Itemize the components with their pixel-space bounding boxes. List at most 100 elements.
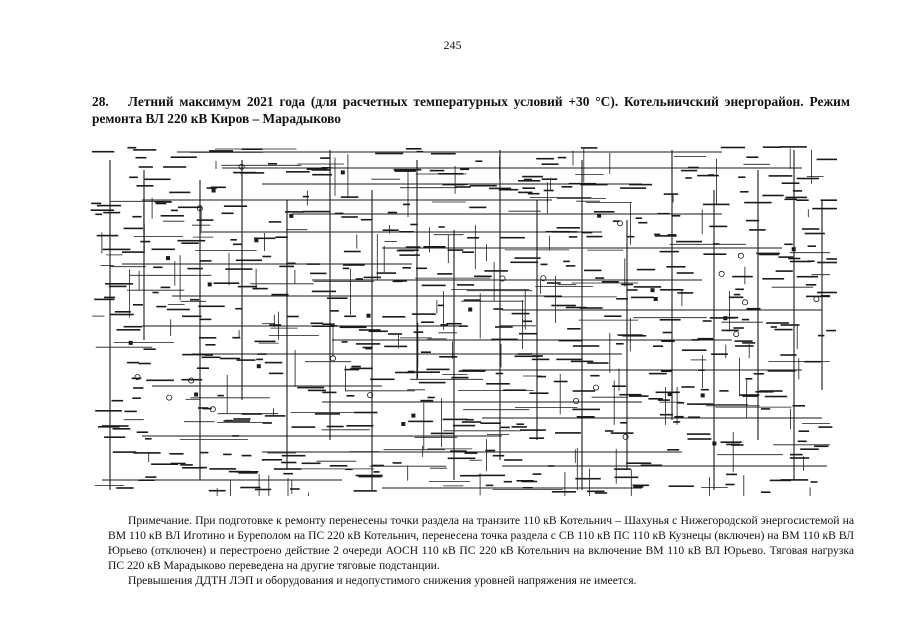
label-glyph (667, 234, 677, 236)
label-glyph (108, 285, 127, 288)
label-glyph (812, 207, 837, 210)
label-glyph (198, 305, 225, 308)
label-glyph (223, 205, 248, 207)
label-glyph (726, 443, 740, 446)
breaker-symbol (166, 256, 170, 261)
label-glyph (523, 178, 532, 181)
label-glyph (461, 421, 482, 423)
label-glyph (759, 253, 779, 256)
label-glyph (450, 450, 467, 452)
label-glyph (307, 389, 326, 392)
label-glyph (136, 185, 154, 187)
label-glyph (764, 395, 788, 398)
label-glyph (136, 431, 149, 433)
label-glyph (261, 459, 283, 461)
label-glyph (190, 298, 200, 301)
label-glyph (126, 361, 140, 364)
label-glyph (495, 372, 503, 375)
label-glyph (805, 284, 817, 286)
label-glyph (427, 396, 435, 399)
label-glyph (810, 481, 818, 483)
label-glyph (614, 476, 639, 479)
breaker-symbol (254, 238, 259, 243)
label-glyph (351, 365, 361, 368)
label-glyph (170, 462, 186, 465)
transformer-symbol (367, 392, 374, 399)
label-glyph (213, 282, 240, 284)
label-glyph (205, 344, 216, 346)
label-glyph (733, 327, 744, 329)
label-glyph (114, 311, 131, 313)
transformer-symbol (737, 252, 744, 259)
label-glyph (663, 193, 679, 195)
label-glyph (395, 371, 415, 374)
label-glyph (402, 267, 411, 269)
label-glyph (768, 175, 793, 177)
label-glyph (587, 362, 609, 364)
label-glyph (721, 329, 739, 332)
label-glyph (235, 307, 243, 310)
label-glyph (770, 326, 777, 328)
label-glyph (511, 426, 527, 428)
label-glyph (302, 210, 330, 213)
label-glyph (342, 267, 350, 270)
label-glyph (285, 211, 305, 213)
label-glyph (283, 472, 293, 475)
label-glyph (346, 425, 374, 427)
label-glyph (133, 149, 157, 151)
label-glyph (686, 433, 711, 435)
label-glyph (344, 368, 360, 371)
label-glyph (746, 307, 761, 310)
label-glyph (440, 324, 449, 326)
label-glyph (604, 315, 622, 317)
label-glyph (522, 320, 532, 323)
breaker-symbol (401, 422, 406, 426)
label-glyph (740, 191, 749, 193)
label-glyph (728, 296, 744, 299)
label-glyph (320, 157, 330, 159)
label-glyph (626, 289, 638, 291)
label-glyph (531, 358, 550, 361)
label-glyph (256, 358, 264, 361)
label-glyph (301, 462, 321, 465)
label-glyph (343, 250, 361, 253)
label-glyph (742, 395, 759, 397)
section-heading: 28.Летний максимум 2021 года (для расчет… (92, 93, 850, 127)
label-glyph (154, 201, 172, 203)
label-glyph (426, 368, 450, 371)
label-glyph (314, 413, 340, 415)
label-glyph (532, 355, 543, 357)
label-glyph (373, 471, 380, 473)
label-glyph (291, 426, 316, 428)
label-glyph (636, 268, 656, 271)
label-glyph (761, 408, 771, 410)
label-glyph (658, 399, 670, 401)
label-glyph (775, 270, 793, 272)
label-glyph (181, 378, 203, 381)
label-glyph (612, 385, 626, 387)
label-glyph (225, 419, 233, 422)
label-glyph (579, 307, 603, 309)
transformer-symbol (238, 163, 245, 170)
label-glyph (802, 228, 820, 230)
label-glyph (655, 391, 680, 394)
label-glyph (163, 166, 187, 168)
label-glyph (688, 166, 699, 169)
label-glyph (123, 227, 143, 230)
label-glyph (553, 380, 568, 383)
transformer-symbol (196, 205, 203, 212)
label-glyph (103, 211, 121, 214)
label-glyph (543, 189, 554, 192)
label-glyph (155, 202, 167, 205)
label-glyph (594, 492, 608, 494)
label-glyph (463, 299, 481, 301)
label-glyph (199, 451, 209, 454)
label-glyph (817, 291, 837, 294)
network-scheme-drawing (90, 146, 837, 496)
label-glyph (474, 275, 492, 278)
label-glyph (160, 215, 184, 217)
label-glyph (286, 315, 299, 318)
label-glyph (235, 259, 262, 262)
label-glyph (826, 258, 837, 260)
label-glyph (709, 317, 736, 319)
